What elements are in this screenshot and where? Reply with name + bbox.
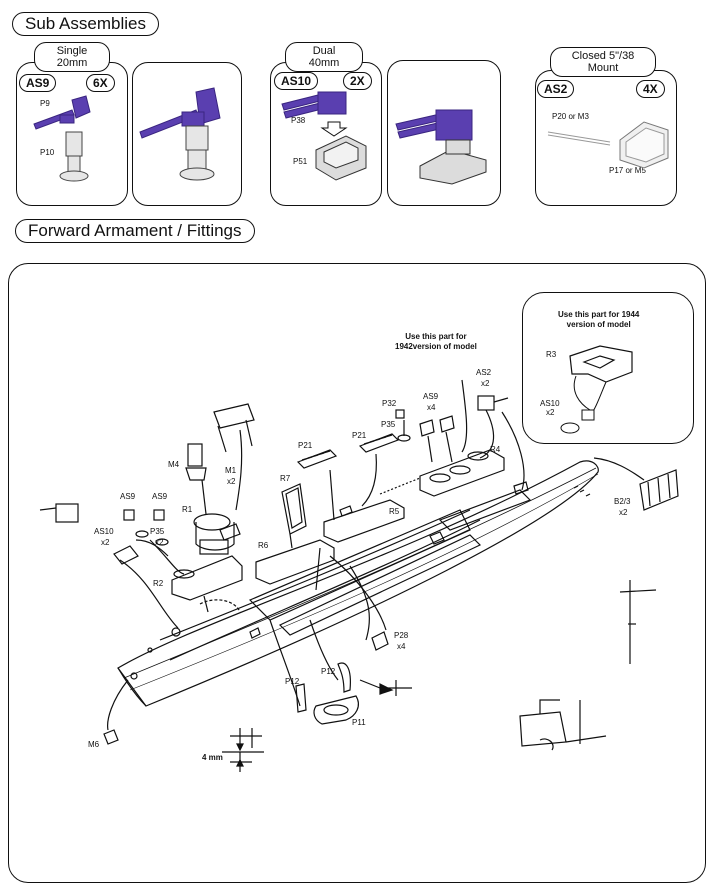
callout-r7: R7 xyxy=(280,474,291,483)
callout-dimension-4mm: 4 mm xyxy=(202,753,223,762)
callout-p35-qty: x2 xyxy=(155,538,164,547)
hull-outline xyxy=(117,460,599,707)
callout-r1: R1 xyxy=(182,505,193,514)
barrel-p20-icon xyxy=(547,131,611,146)
callout-r6: R6 xyxy=(258,541,269,550)
callout-r2: R2 xyxy=(153,579,164,588)
callout-as9-top: AS9 xyxy=(423,392,439,401)
callout-as10: AS10 xyxy=(94,527,114,536)
callout-b2-3: B2/3 xyxy=(614,497,631,506)
callout-p21-b: P21 xyxy=(352,431,367,440)
closed-5-38-qty: 4X xyxy=(636,80,665,98)
part-label-p10: P10 xyxy=(40,148,55,157)
assembled-20mm-gun-icon xyxy=(139,87,221,181)
part-r3-1944-icon xyxy=(569,345,633,383)
part-label-p9: P9 xyxy=(40,99,50,108)
callout-p35: P35 xyxy=(150,527,165,536)
as10-1944-icon xyxy=(560,409,595,434)
callout-p12-b: P12 xyxy=(321,667,336,676)
single-20mm-qty: 6X xyxy=(86,74,115,92)
note-1944-label-r3: R3 xyxy=(546,350,557,359)
callout-as9-a: AS9 xyxy=(120,492,136,501)
callout-p28: P28 xyxy=(394,631,409,640)
callout-b2-3-qty: x2 xyxy=(619,508,628,517)
closed-5-38-code: AS2 xyxy=(537,80,575,98)
callout-r4: R4 xyxy=(490,445,501,454)
gun-p9-icon xyxy=(33,95,91,130)
callout-as9-b: AS9 xyxy=(152,492,168,501)
section-title-sub-assemblies: Sub Assemblies xyxy=(12,12,159,36)
callout-p11: P11 xyxy=(352,718,366,727)
note-1944-label-as10: AS10 xyxy=(540,399,560,408)
arrow-down-icon xyxy=(320,121,348,137)
pedestal-p10-icon xyxy=(59,131,89,182)
callout-r5: R5 xyxy=(389,507,400,516)
turret-p17-icon xyxy=(619,121,669,169)
dual-40mm-code: AS10 xyxy=(274,72,319,90)
single-20mm-code: AS9 xyxy=(19,74,57,92)
callout-p32: P32 xyxy=(382,399,397,408)
callout-p28-qty: x4 xyxy=(397,642,406,651)
section-title-forward-armament: Forward Armament / Fittings xyxy=(15,219,255,243)
callout-as9-top-qty: x4 xyxy=(427,403,436,412)
guns-p38-icon xyxy=(281,91,347,119)
assembled-40mm-gun-icon xyxy=(395,109,487,185)
part-label-p38: P38 xyxy=(291,116,306,125)
part-label-p17-or-m5: P17 or M5 xyxy=(609,166,646,175)
callout-m6: M6 xyxy=(88,740,100,749)
callout-m1: M1 xyxy=(225,466,237,475)
dual-40mm-qty: 2X xyxy=(343,72,372,90)
callout-as2: AS2 xyxy=(476,368,492,377)
note-1944-label-x2: x2 xyxy=(546,408,555,417)
callout-p12-a: P12 xyxy=(285,677,300,686)
callout-m1-qty: x2 xyxy=(227,477,236,486)
callout-p35-top: P35 xyxy=(381,420,396,429)
callout-p21-a: P21 xyxy=(298,441,313,450)
part-label-p20-or-m3: P20 or M3 xyxy=(552,112,589,121)
mount-p51-icon xyxy=(315,135,367,181)
callout-as10-qty: x2 xyxy=(101,538,110,547)
part-label-p51: P51 xyxy=(293,157,308,166)
callout-as2-qty: x2 xyxy=(481,379,490,388)
callout-m4: M4 xyxy=(168,460,180,469)
